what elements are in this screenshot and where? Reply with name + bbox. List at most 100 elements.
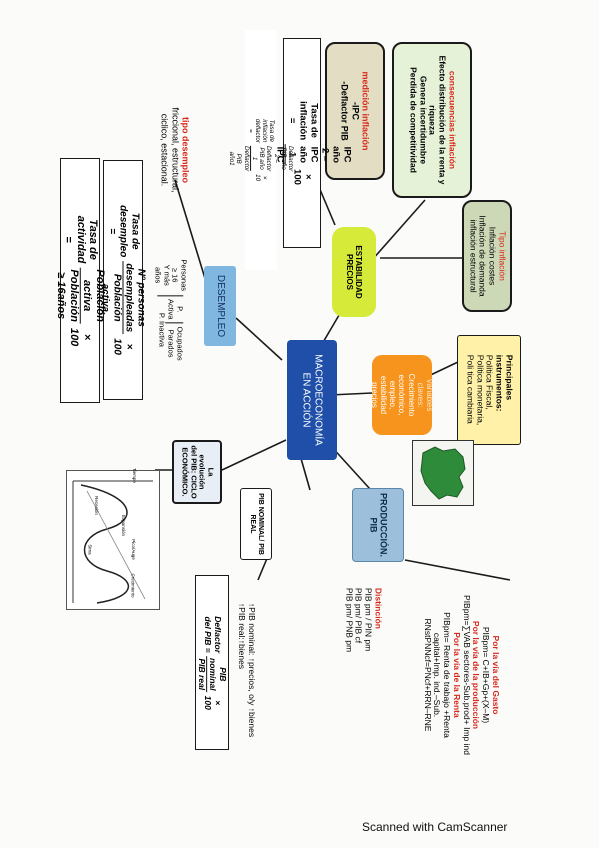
distincion-box: Distinción PIB pm / PIN pm PIB pm/ PIB c…	[335, 574, 391, 666]
tipo-desempleo-line-2: ciclico, estacional.	[159, 113, 170, 187]
tipo-inflacion-line-1: Inflación costes	[487, 226, 498, 286]
tasa-actividad-den: Población ≥ 16años	[54, 268, 80, 322]
poblacion-personas-2: Y más años	[153, 264, 171, 286]
medicion-title: medición inflación	[360, 71, 371, 151]
tasa-deflactor-box: Tasa de inflación deflactor = Deflactor …	[228, 30, 295, 270]
tasa-actividad-rhs: × 100	[68, 327, 93, 346]
poblacion-activa: P. Activa	[166, 299, 184, 320]
consecuencias-line-4: Perdida de competitividad	[408, 67, 419, 173]
tasa-inflacion-box: Tasa de inflación = IPC año 2 – IPC año …	[253, 38, 353, 248]
distincion-line-2: PIB pm/ PIB cf	[354, 587, 364, 644]
principales-line-3: Poli tica cambiaria	[465, 354, 476, 424]
central-line-1: MACROECONOMÍA	[312, 354, 324, 446]
tipo-desempleo-box: tipo desempleo friccional, estructural, …	[150, 100, 200, 200]
gasto-title: Por la vía del Gasto	[491, 635, 502, 715]
ciclo-label-sima: Sima	[87, 544, 93, 555]
tasa-actividad-num: Población activa	[79, 266, 106, 324]
ciclo-chart: Expansión Recesión Pico/Auge Sima Crecim…	[66, 468, 160, 610]
tasa-inflacion-rhs: × 100	[292, 169, 314, 185]
produccion-title: Por la vía de la producción	[471, 620, 482, 730]
deflactor-rhs: × 100	[203, 695, 223, 710]
medicion-node[interactable]: medición inflación -IPC -Deflactor PIB	[325, 42, 385, 180]
variables-line-4: estabilidad	[379, 375, 389, 415]
tasa-deflactor-den: Deflactor PIB año1	[228, 145, 250, 172]
ciclo-label-crecimiento: Crecimiento	[130, 573, 136, 598]
desempleo-node[interactable]: DESEMPLEO	[204, 266, 236, 346]
desempleo-title: DESEMPLEO	[214, 274, 226, 338]
variables-line-1: Crecimiento	[406, 373, 416, 417]
consecuencias-node[interactable]: consecuencias inflación Efecto distribuc…	[392, 42, 472, 198]
produccion-line-1: PRODUCCIÓN.	[378, 492, 389, 558]
scanner-footer: Scanned with CamScanner	[362, 820, 508, 834]
pib-nominal-node[interactable]: PIB NOMINAL/ PIB REAL	[240, 488, 272, 560]
tasa-desempleo-box: Tasa de desempleo = Nº personas desemple…	[100, 160, 147, 400]
gasto-formula: PIBpm= C+IB+Gp+(X–M)	[481, 626, 492, 724]
nominal-real-line-1: ↑PIB nominal: ↑precios, o/y ↑bienes	[246, 602, 257, 738]
nominal-real-statements: ↑PIB nominal: ↑precios, o/y ↑bienes ↑PIB…	[228, 580, 264, 760]
map-image	[412, 440, 474, 506]
tipo-inflacion-node[interactable]: Tipo inflación Inflación costes Inflació…	[462, 200, 512, 312]
ciclo-label-recesion: Recesión	[93, 496, 99, 515]
tasa-desempleo-lhs: Tasa de desempleo =	[106, 205, 141, 258]
tasa-deflactor-lhs: Tasa de inflación deflactor =	[246, 118, 276, 143]
ciclo-label-expansion: Expansión	[121, 514, 127, 537]
tasa-inflacion-num: IPC año 2 – IPC año 1	[285, 144, 353, 166]
principales-title-2: instrumentos:	[494, 354, 505, 412]
distincion-title: Distinción	[373, 587, 384, 629]
principales-node[interactable]: Principales instrumentos: Política Fisca…	[457, 335, 521, 445]
poblacion-inactiva: P. Inactiva	[157, 312, 167, 347]
renta-title: Por la vía de la Renta	[452, 632, 462, 718]
renta-formula-2: capital+Imp. ind.–Sub.	[432, 632, 443, 718]
tasa-actividad-box: Tasa de actividad = Población activa Pob…	[55, 158, 106, 403]
central-line-2: EN ACCIÓN	[301, 372, 312, 428]
variables-line-5: precios	[370, 382, 380, 408]
central-node[interactable]: MACROECONOMÍA EN ACCIÓN	[287, 340, 337, 460]
tasa-deflactor-rhs: × 10	[254, 174, 269, 182]
estabilidad-node[interactable]: ESTABILIDAD PRECIOS	[332, 227, 376, 317]
ciclo-label-tiempo: Tiempo	[131, 468, 137, 483]
poblacion-parados: Parados	[166, 329, 176, 358]
evolucion-line-3: del PIB: CICLO	[189, 445, 198, 499]
tasa-deflactor-num: Deflactor PIB año 2 – Deflactor PIB año …	[249, 145, 295, 172]
produccion-node[interactable]: PRODUCCIÓN. PIB	[352, 488, 404, 562]
deflactor-lhs: Deflactor del PIB =	[203, 615, 223, 653]
principales-line-2: Política monetaria,	[475, 354, 486, 426]
deflactor-den: PIB real	[197, 658, 208, 690]
tipo-desempleo-line-1: friccional, estructural,	[170, 107, 181, 193]
tasa-actividad-lhs: Tasa de actividad =	[61, 215, 99, 263]
tasa-desempleo-rhs: × 100	[112, 338, 135, 355]
distincion-line-3: PIB pm/ PNB pm	[344, 587, 355, 653]
tipo-inflacion-line-3: inflación estructural	[468, 219, 479, 293]
pib-nominal-line-2: REAL	[249, 514, 256, 534]
estabilidad-line-1: ESTABILIDAD	[354, 245, 364, 299]
produccion-formula: PIBpm=∑VAB sectores-Sub.prod+ Imp ind	[461, 595, 472, 755]
evolucion-line-1: La	[206, 467, 216, 477]
produccion-line-2: PIB	[368, 517, 378, 533]
evolucion-line-2: evolución	[197, 454, 207, 490]
poblacion-classification: Personas ≥ 16 Y más años P. Activa Ocupa…	[145, 250, 195, 370]
variables-line-3: empleo,	[388, 380, 398, 410]
tipo-inflacion-title: Tipo inflación	[497, 231, 508, 281]
consecuencias-line-1: Efecto distribución de la renta y	[437, 55, 448, 185]
renta-formula-1: PIBpm= Renta de trabajo +Renta	[442, 612, 453, 738]
deflactor-box: Deflactor del PIB = PIB nominal PIB real…	[195, 575, 229, 750]
variables-node[interactable]: Variables claves: Crecimiento económico,…	[370, 355, 435, 435]
calculo-box: Por la vía del Gasto PIBpm= C+IB+Gp+(X–M…	[396, 585, 526, 765]
variables-title-2: claves:	[415, 382, 425, 408]
evolucion-node[interactable]: La evolución del PIB: CICLO ECONÓMICO.	[172, 440, 222, 504]
tasa-desempleo-num: Nº personas desempleadas	[122, 261, 147, 335]
principales-title-1: Principales	[504, 354, 515, 401]
estabilidad-line-2: PRECIOS	[345, 253, 354, 290]
ciclo-label-pico: Pico/Auge	[130, 539, 136, 560]
nominal-real-line-2: ↑PIB real:↑bienes	[237, 602, 247, 670]
renta-formula-3: RNstPNNcf=PNcf+RRN–RNE	[422, 618, 433, 732]
variables-title-1: Variables	[425, 378, 435, 412]
evolucion-line-4: ECONÓMICO.	[180, 447, 190, 497]
consecuencias-title: consecuencias inflación	[447, 70, 458, 170]
deflactor-num: PIB nominal	[206, 655, 229, 693]
tipo-desempleo-title: tipo desempleo	[180, 116, 191, 183]
principales-line-1: Política Fiscal,	[484, 354, 495, 410]
tipo-inflacion-line-2: Inflación de demanda	[478, 215, 488, 297]
distincion-line-1: PIB pm / PIN pm	[363, 587, 374, 652]
pib-nominal-line-1: PIB NOMINAL/ PIB	[257, 493, 265, 555]
